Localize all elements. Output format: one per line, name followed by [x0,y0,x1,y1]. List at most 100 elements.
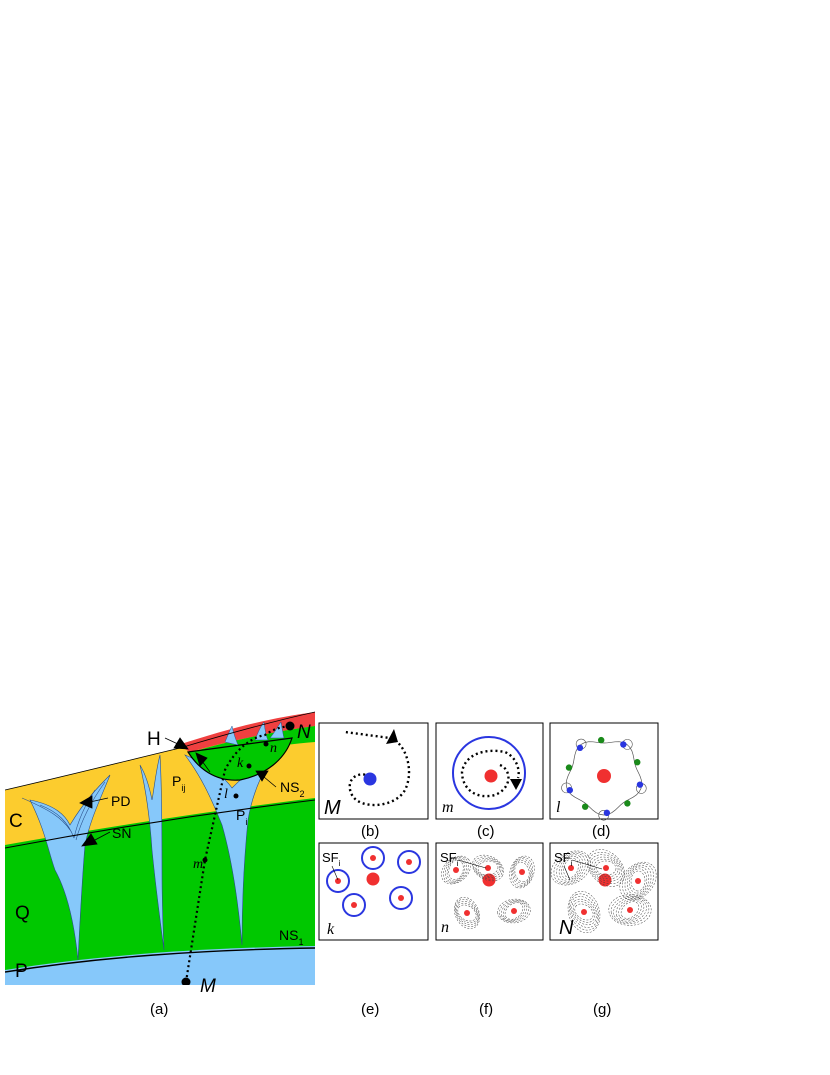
torus-loop [454,897,480,929]
sf-label-e: SFi [322,850,341,881]
torus-center [603,865,609,871]
torus-loop [563,858,579,878]
torus-loop [556,853,586,883]
label-pd: PD [111,793,130,809]
panel-f-corner-label: n [441,919,449,936]
caption-e: (e) [361,1001,379,1018]
label-p: P [15,961,28,982]
torus-loop [567,890,601,934]
point-n [263,741,269,747]
torus-loop [499,899,529,923]
torus-loop [610,895,650,925]
label-point-N: N [297,722,311,743]
boundary-ns1 [5,947,315,973]
panel-c-fixed-point [484,769,498,783]
torus-loop [558,854,584,882]
panel-g-corner-label: N [559,917,574,939]
panel-f [435,842,544,941]
caption-f: (f) [479,1001,493,1018]
boundary-yellow-green [5,799,315,849]
torus-loop [456,902,478,924]
green-saddle [565,764,573,771]
torus-loop [472,854,504,882]
panel-c [435,722,544,820]
label-q: Q [15,903,30,924]
label-pij: Pij [172,773,185,793]
caption-a: (a) [150,1001,168,1018]
torus-loop [502,901,526,921]
blue-node [620,741,627,748]
torus-loop [443,856,469,884]
cycle-center [398,895,404,901]
torus-loop [446,858,466,882]
svg-text:SFi: SFi [322,850,341,868]
torus-loop [615,898,645,922]
annotation-arrows [79,737,277,847]
panel-c-corner-label: m [442,799,454,816]
torus-loop [593,858,619,878]
torus-loop [591,856,621,880]
torus-loop [445,857,467,883]
torus-loop [501,900,527,922]
cycle-center [406,859,412,865]
limit-cycle [342,893,366,917]
torus-loop [571,898,597,926]
limit-cycle [326,869,350,893]
point-k [246,763,252,769]
torus-center [485,865,491,871]
label-point-n: n [270,741,277,756]
path-m-to-n [184,724,291,983]
torus-loop [477,860,499,876]
tongue-sn-1 [29,774,111,961]
top-spikes [224,721,285,746]
green-saddle [581,803,589,810]
torus-center [581,909,587,915]
panel-c-limit-cycle [452,736,526,810]
torus-loop [589,854,623,882]
region-p-blue [5,946,315,985]
panel-d-saddle-ring [561,736,647,821]
limit-cycle [389,886,413,910]
panel-f-center [482,873,496,887]
torus-center [519,869,525,875]
label-point-M: M [200,976,216,997]
cycle-center [335,878,341,884]
torus-loop [595,860,617,876]
torus-loop [441,855,471,885]
torus-loop [608,894,652,926]
torus-loop [587,849,625,887]
panel-b-corner-label: M [324,797,341,819]
caption-c: (c) [477,823,495,840]
label-pi: Pi [236,807,247,827]
sf-label-g: SFi [554,850,603,881]
torus-loop [628,868,648,894]
point-l [233,793,239,799]
torus-loop [618,899,642,921]
cycle-center [351,902,357,908]
torus-loop [620,901,640,919]
panel-e-center [366,872,380,886]
green-saddle [634,759,641,766]
panel-a [5,711,315,985]
panel-g [549,842,659,941]
torus-center [453,867,459,873]
torus-loop [474,858,502,878]
torus-loop [553,851,589,885]
torus-loop [570,896,598,928]
point-M [181,977,191,985]
torus-loop [561,856,581,880]
torus-loop [574,903,594,921]
torus-loop [513,860,531,884]
panel-f-tori [441,854,535,929]
panel-c-arrowhead [510,779,522,790]
torus-loop [457,904,477,922]
blue-node [636,781,644,788]
caption-g: (g) [593,1001,611,1018]
torus-loop [622,863,654,899]
torus-center [568,865,574,871]
label-ns1: NS1 [279,927,303,947]
torus-loop [473,856,503,880]
panel-b-arrowhead [386,729,398,744]
panel-d [549,722,659,821]
